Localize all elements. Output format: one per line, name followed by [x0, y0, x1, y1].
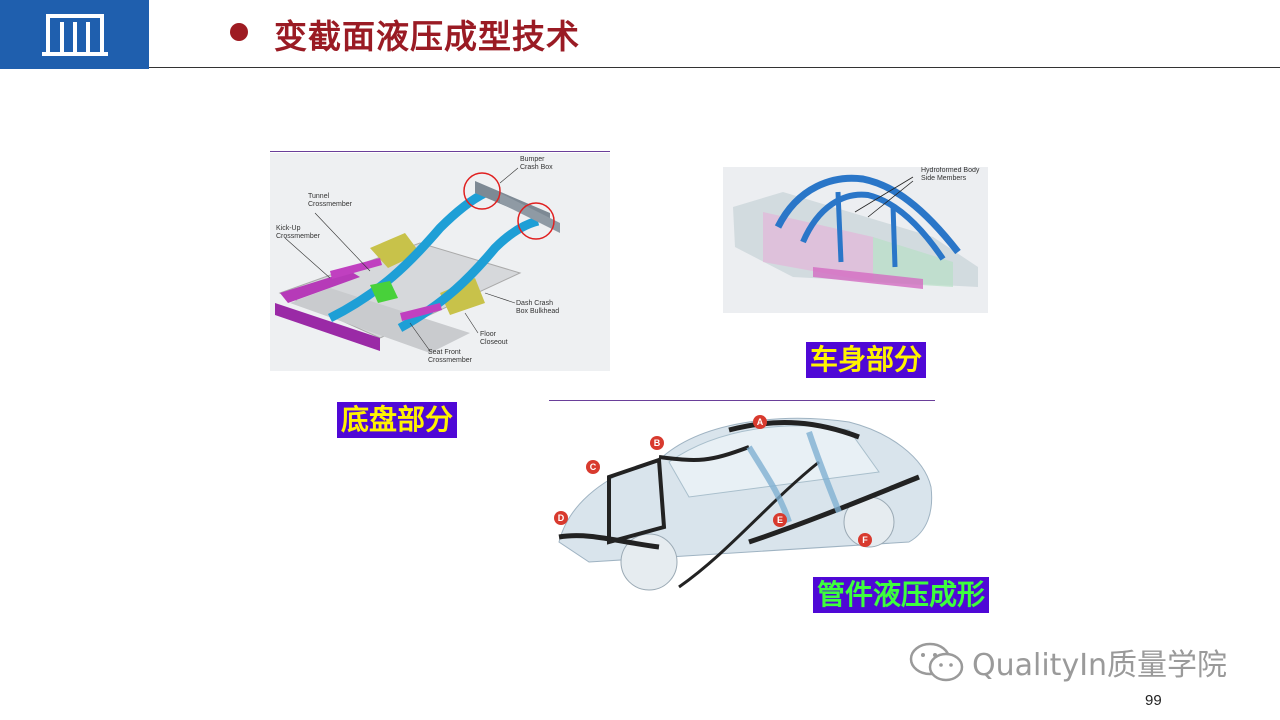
tube-figure-rule [549, 400, 935, 401]
logo-icon [42, 14, 108, 56]
callout-seat: Seat Front Crossmember [428, 349, 472, 364]
tube-label: 管件液压成形 [813, 577, 990, 613]
marker-f: F [862, 535, 868, 545]
callout-bumper: Bumper Crash Box [520, 156, 553, 171]
wechat-icon [909, 642, 964, 682]
body-figure: Hydroformed Body Side Members [723, 167, 988, 313]
callout-tunnel: Tunnel Crossmember [308, 193, 352, 208]
chassis-label: 底盘部分 [337, 402, 458, 438]
marker-d: D [558, 513, 565, 523]
chassis-figure: Bumper Crash Box Tunnel Crossmember Kick… [270, 153, 610, 371]
marker-a: A [757, 417, 764, 427]
tube-figure: A B C D E F [549, 402, 935, 597]
page-title: 变截面液压成型技术 [274, 17, 580, 56]
logo [0, 0, 149, 69]
marker-e: E [777, 515, 783, 525]
callout-dash: Dash Crash Box Bulkhead [516, 300, 560, 315]
watermark: QualityIn质量学院 [908, 640, 1227, 684]
header-divider [149, 67, 1280, 68]
callout-side-members: Hydroformed Body Side Members [921, 167, 980, 182]
callout-floor: Floor Closeout [480, 331, 508, 346]
title-bullet-icon [230, 23, 248, 41]
watermark-text: QualityIn质量学院 [972, 648, 1228, 683]
marker-b: B [654, 438, 661, 448]
callout-kickup: Kick-Up Crossmember [276, 225, 320, 240]
chassis-figure-rule [270, 151, 610, 152]
marker-c: C [590, 462, 597, 472]
body-label: 车身部分 [806, 342, 927, 378]
page-number: 99 [1145, 692, 1162, 709]
